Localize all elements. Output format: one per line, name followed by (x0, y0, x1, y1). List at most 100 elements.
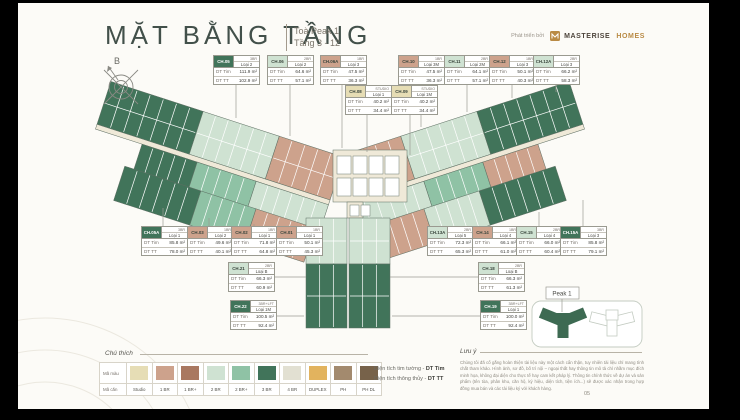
brand-name: MASTERISE (564, 32, 611, 40)
unit-layout: Loại 1 (258, 233, 271, 238)
unit-layout: Loại 1 (507, 307, 520, 312)
unit-type: 3BR+LFT (251, 301, 276, 307)
legend-swatch (130, 366, 149, 380)
legend-swatch (283, 366, 302, 380)
frame-top (0, 0, 740, 3)
legend-label: 3 BR (261, 387, 272, 392)
legend-rule (140, 354, 368, 355)
plan-blocks (95, 81, 585, 329)
legend-item-DUPLEX: DUPLEX (305, 363, 331, 395)
compass-label: B (114, 56, 120, 66)
legend-swatch (155, 366, 174, 380)
unit-type: 1BR (419, 56, 444, 62)
unit-layout: Loại 3 (560, 62, 573, 67)
unit-type: 1BR (510, 56, 535, 62)
legend-label: DUPLEX (308, 387, 327, 392)
unit-type: 3BR (162, 227, 187, 233)
legend-item-2 BR+: 2 BR+ (229, 363, 255, 395)
unit-layout: Loại 4 (499, 233, 512, 238)
unit-id: CH.14 (473, 227, 493, 238)
title-divider (286, 24, 287, 51)
tower-name: Toà Peak 1 (294, 26, 340, 36)
unit-layout: Loại B (505, 269, 518, 274)
unit-type: STUDIO (366, 86, 391, 92)
unit-type: 2BR (448, 227, 473, 233)
compass-icon: B (103, 56, 139, 105)
frame-bottom (0, 409, 740, 420)
legend-label: 1 BR+ (184, 387, 197, 392)
page-subtitle: Toà Peak 1 Tầng 3 - 12 (294, 25, 340, 49)
unit-id: CH.21 (229, 263, 249, 274)
unit-id: CH.15 (517, 227, 537, 238)
developer-prefix: Phát triển bởi (511, 33, 545, 39)
legend-swatch (206, 366, 225, 380)
unit-type: 3BR (234, 56, 259, 62)
unit-type: 2BR (554, 56, 579, 62)
frame-left (0, 0, 18, 420)
unit-layout: Loại 1M (417, 92, 432, 97)
unit-layout: Loại 1 (303, 233, 316, 238)
notes-body: Chúng tôi đã cố gắng hoàn thiện tài liệu… (460, 360, 644, 391)
unit-layout: Loại 2 (214, 233, 227, 238)
unit-type: 1BR (341, 56, 366, 62)
unit-layout: Loại B (255, 269, 268, 274)
floor-range: Tầng 3 - 12 (294, 38, 341, 48)
legend-label: PH DL (362, 387, 376, 392)
legend-item-2 BR: 2 BR (203, 363, 229, 395)
decorative-arcs (0, 317, 195, 420)
legend-label: Studio (133, 387, 146, 392)
unit-id: CH.12 (490, 56, 510, 67)
area-definition: Diện tích tim tường - DT Tim (374, 366, 445, 372)
legend-item-1 BR+: 1 BR+ (178, 363, 204, 395)
unit-type: 1BR (208, 227, 233, 233)
unit-layout: Loại 2M (470, 62, 485, 67)
unit-id: CH.12A (534, 56, 554, 67)
leader-lines (162, 85, 584, 317)
legend-label: 1 BR (159, 387, 170, 392)
unit-id: CH.05 (214, 56, 234, 67)
legend-label: 2 BR (210, 387, 221, 392)
unit-id: CH.03 (188, 227, 208, 238)
unit-id: CH.01 (277, 227, 297, 238)
unit-id: CH.13A (428, 227, 448, 238)
frame-right (709, 0, 740, 420)
legend-swatch (181, 366, 200, 380)
unit-id: CH.08 (346, 86, 366, 97)
unit-id: CH.09 (392, 86, 412, 97)
legend-swatch (232, 366, 251, 380)
